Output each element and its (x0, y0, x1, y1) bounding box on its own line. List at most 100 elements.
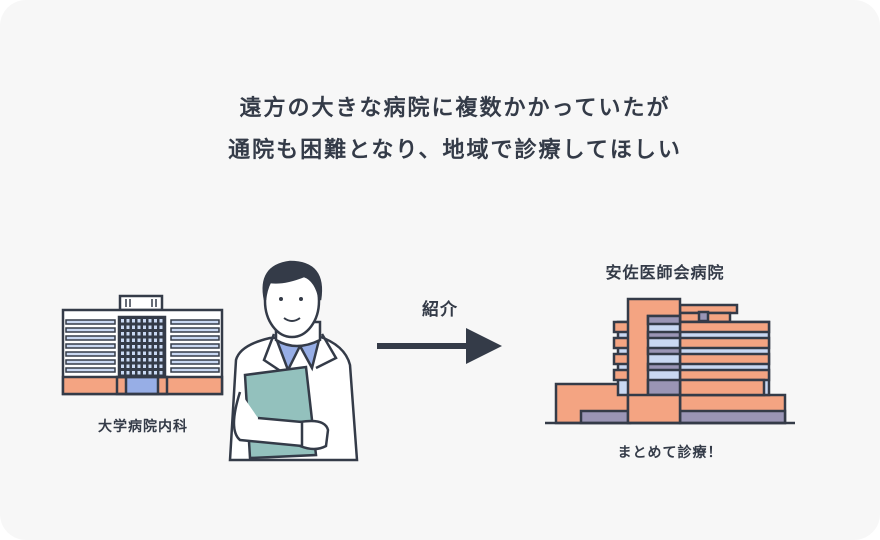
tower-window (159, 371, 163, 375)
tower-window (126, 325, 130, 329)
headline-line1: 遠方の大きな病院に複数かかっていたが (239, 96, 671, 121)
window-strip (170, 359, 220, 365)
tower-window (121, 332, 124, 336)
doctor-eye-icon (299, 297, 303, 301)
tower-window (126, 338, 130, 342)
referral-label: 紹介 (422, 300, 458, 320)
tower-window (148, 325, 152, 329)
tower-window (137, 358, 141, 362)
tower-window (148, 345, 152, 349)
tower-window (137, 345, 141, 349)
window-strip (170, 351, 220, 357)
doctor-eye-icon (279, 297, 283, 301)
tower-window (148, 364, 152, 368)
tower-window (126, 319, 130, 323)
hospital-name: 安佐医師会病院 (605, 263, 725, 282)
tower-window (126, 358, 130, 362)
tower-window (121, 319, 124, 323)
tower-window (137, 371, 141, 375)
tower-window (126, 351, 130, 355)
tower-window (154, 338, 157, 342)
window-strip (65, 335, 116, 341)
tower-window (159, 319, 163, 323)
tower-window (137, 364, 141, 368)
tower-window (154, 325, 157, 329)
tower-window (121, 358, 124, 362)
tower-window (159, 325, 163, 329)
tower-window (121, 325, 124, 329)
headline-line2: 通院も困難となり、地域で診療してほしい (228, 138, 682, 163)
tower-window (137, 332, 141, 336)
tower-window (121, 338, 124, 342)
tower-window (121, 371, 124, 375)
tower-window (154, 332, 157, 336)
tower-window (143, 319, 146, 323)
tower-window (143, 358, 146, 362)
window-strip (65, 367, 116, 373)
window-strip (170, 335, 220, 341)
tower-window (126, 345, 130, 349)
tower-window (159, 332, 163, 336)
tower-window (132, 351, 135, 355)
building-windows (65, 319, 220, 373)
window-strip (65, 327, 116, 333)
tower-window (126, 332, 130, 336)
window-strip (65, 359, 116, 365)
referral-arrow-icon (377, 328, 502, 364)
tower-window (159, 358, 163, 362)
tower-window (159, 338, 163, 342)
tower-window (159, 351, 163, 355)
tower-window-grid (121, 319, 163, 375)
tower-window (159, 364, 163, 368)
tower-window (154, 319, 157, 323)
tower-window (126, 364, 130, 368)
tower-window (154, 351, 157, 355)
tower-window (137, 325, 141, 329)
tower-window (121, 351, 124, 355)
tower-window (148, 338, 152, 342)
tower-window (132, 358, 135, 362)
tower-window (143, 345, 146, 349)
tower-window (143, 371, 146, 375)
tower-window (143, 364, 146, 368)
tower-window (132, 319, 135, 323)
asa-medical-hospital-building (545, 297, 795, 425)
tower-window (154, 371, 157, 375)
tower-window (132, 345, 135, 349)
tower-window (121, 345, 124, 349)
tower-window (137, 319, 141, 323)
tower-window (132, 364, 135, 368)
tower-window (143, 338, 146, 342)
window-strip (65, 319, 116, 325)
window-strip (170, 343, 220, 349)
tower-window (148, 351, 152, 355)
tower-window (148, 371, 152, 375)
tower-window (143, 351, 146, 355)
tower-window (143, 332, 146, 336)
tower-window (154, 364, 157, 368)
tower-window (121, 364, 124, 368)
tower-window (132, 325, 135, 329)
university-hospital-label: 大学病院内科 (98, 419, 188, 435)
tower-window (159, 345, 163, 349)
tower-window (137, 338, 141, 342)
tower-window (148, 358, 152, 362)
tower-window (143, 325, 146, 329)
tower-window (132, 332, 135, 336)
window-strip (65, 351, 116, 357)
tower-window (154, 345, 157, 349)
tower-window (154, 358, 157, 362)
tower-window (137, 351, 141, 355)
window-strip (170, 327, 220, 333)
tower-window (126, 371, 130, 375)
hospital-caption: まとめて診療！ (617, 445, 723, 461)
tower-window (132, 371, 135, 375)
tower-window (148, 319, 152, 323)
window-strip (170, 319, 220, 325)
tower-window (132, 338, 135, 342)
window-strip (65, 343, 116, 349)
tower-window (148, 332, 152, 336)
doctor-illustration (228, 260, 359, 462)
